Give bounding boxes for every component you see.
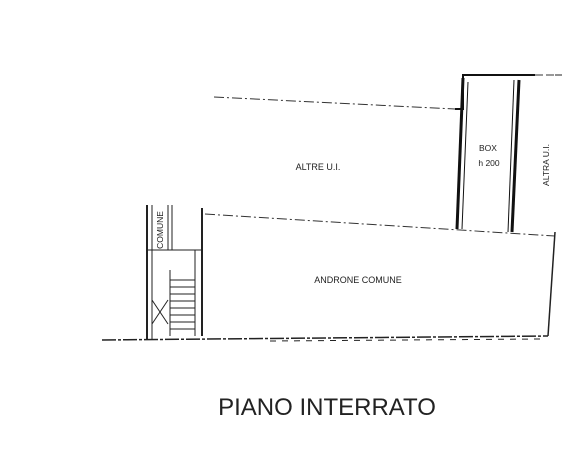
comune-label: COMUNE [155,211,165,249]
altre-ui-boundary [213,74,562,110]
androne-walls [101,74,562,342]
androne-top-boundary [204,213,556,237]
altra-ui-label: ALTRA U.I. [541,144,551,186]
floor-title: PIANO INTERRATO [218,394,436,421]
stairwell [146,205,202,340]
altre-ui-label: ALTRE U.I. [296,162,341,172]
box-label: BOX [479,143,497,153]
androne-comune-label: ANDRONE COMUNE [314,275,402,285]
box-height-label: h 200 [478,158,500,168]
